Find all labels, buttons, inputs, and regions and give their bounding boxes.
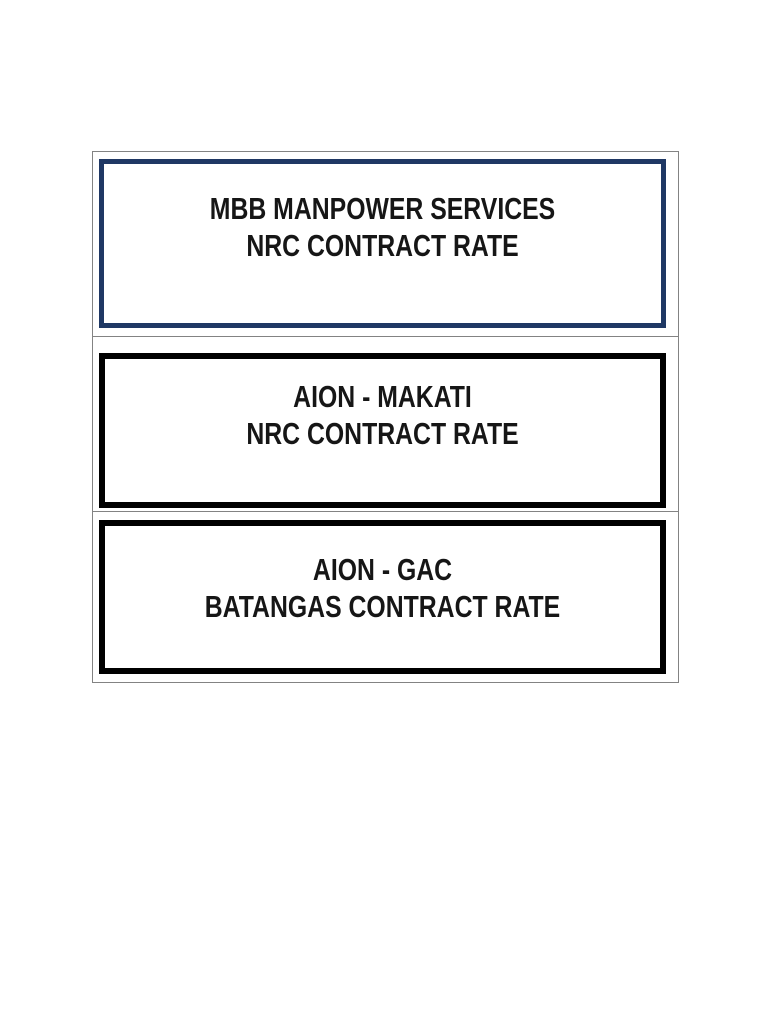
rate-cards-table: MBB MANPOWER SERVICES NRC CONTRACT RATE … bbox=[92, 151, 679, 683]
rate-card-mbb-nrc: MBB MANPOWER SERVICES NRC CONTRACT RATE bbox=[99, 159, 666, 328]
card-title: MBB MANPOWER SERVICES NRC CONTRACT RATE bbox=[160, 164, 606, 264]
rate-card-aion-makati: AION - MAKATI NRC CONTRACT RATE bbox=[99, 353, 666, 508]
table-row: MBB MANPOWER SERVICES NRC CONTRACT RATE bbox=[93, 152, 678, 337]
card-title-line-2: NRC CONTRACT RATE bbox=[246, 228, 519, 263]
card-title: AION - MAKATI NRC CONTRACT RATE bbox=[161, 359, 605, 452]
card-title-line-1: AION - GAC bbox=[312, 552, 453, 587]
card-title: AION - GAC BATANGAS CONTRACT RATE bbox=[161, 526, 605, 625]
card-title-line-2: NRC CONTRACT RATE bbox=[246, 416, 519, 451]
table-row: AION - MAKATI NRC CONTRACT RATE bbox=[93, 337, 678, 512]
card-title-line-2: BATANGAS CONTRACT RATE bbox=[204, 589, 561, 624]
card-title-line-1: MBB MANPOWER SERVICES bbox=[209, 191, 556, 226]
table-row: AION - GAC BATANGAS CONTRACT RATE bbox=[93, 512, 678, 682]
card-title-line-1: AION - MAKATI bbox=[293, 379, 472, 414]
rate-card-aion-gac: AION - GAC BATANGAS CONTRACT RATE bbox=[99, 520, 666, 674]
